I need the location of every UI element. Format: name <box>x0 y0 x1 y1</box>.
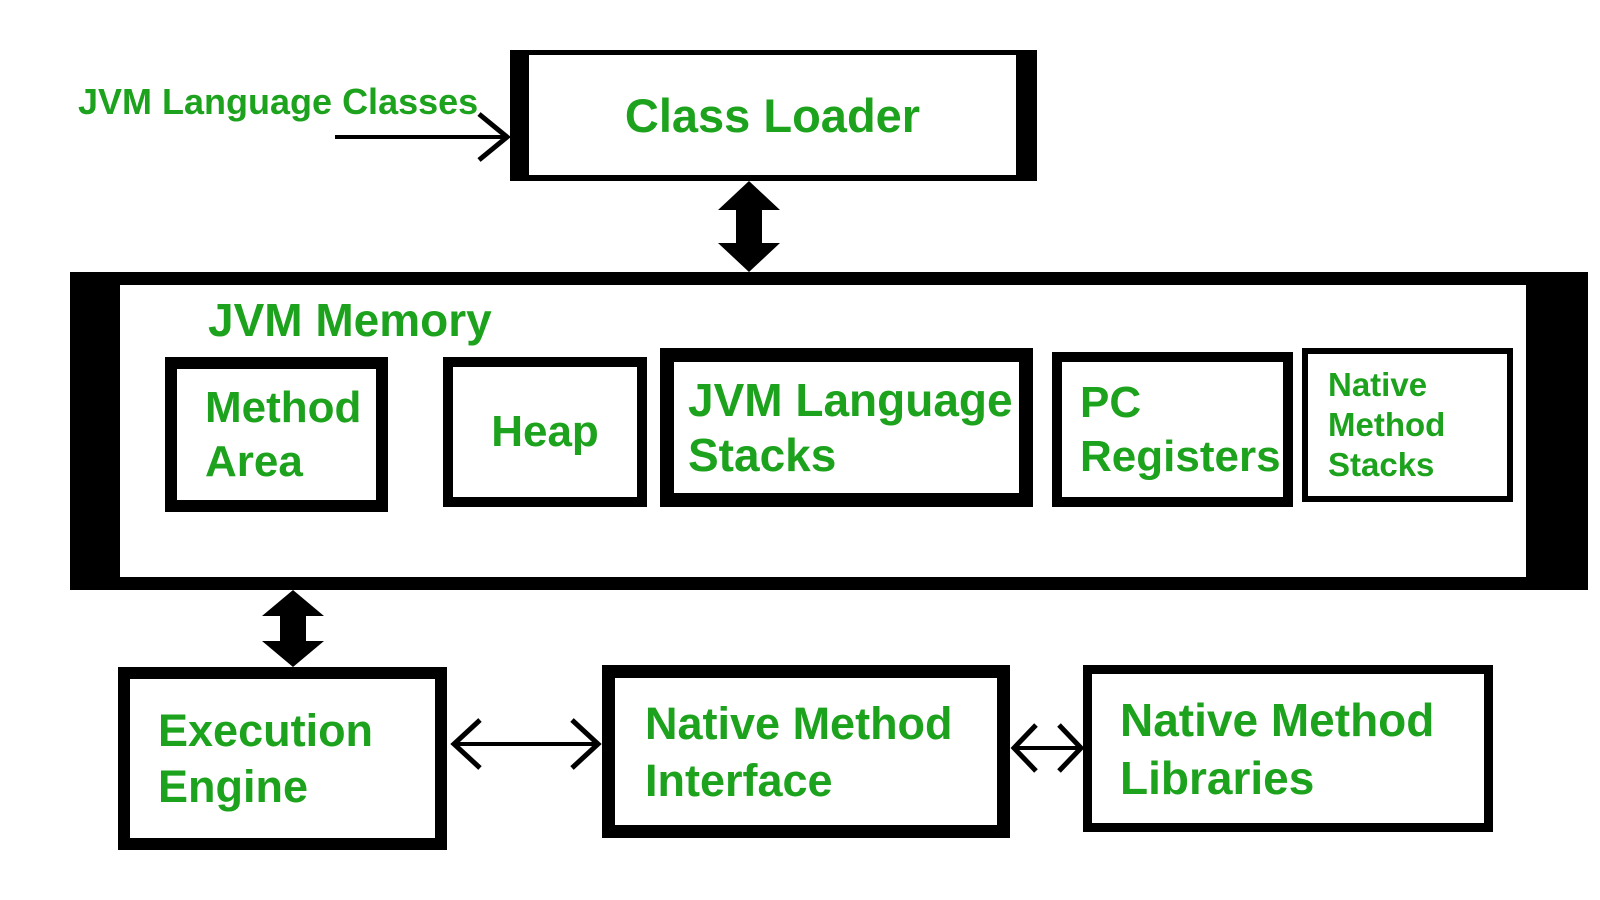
native-method-stacks-line1: Native <box>1328 366 1428 403</box>
native-method-interface-line1: Native Method <box>645 697 953 749</box>
double-arrow-memory-execution-icon <box>262 590 324 667</box>
execution-engine-line1: Execution <box>158 704 374 756</box>
native-method-stacks-line2: Method <box>1328 406 1446 443</box>
native-method-interface-line2: Interface <box>645 754 833 806</box>
native-method-stacks-box: Native Method Stacks <box>1302 348 1513 502</box>
arrow-classes-to-classloader-icon <box>335 112 511 162</box>
pc-registers-line2: Registers <box>1080 431 1281 481</box>
method-area-box: Method Area <box>165 357 388 512</box>
class-loader-box: Class Loader <box>510 50 1037 181</box>
double-arrow-nmi-libraries-icon <box>1010 723 1085 773</box>
execution-engine-box: Execution Engine <box>118 667 447 850</box>
native-method-stacks-line3: Stacks <box>1328 446 1435 483</box>
double-arrow-execution-nmi-icon <box>450 718 602 770</box>
native-method-interface-box: Native Method Interface <box>602 665 1010 838</box>
pc-registers-box: PC Registers <box>1052 352 1293 507</box>
jvm-language-stacks-box: JVM Language Stacks <box>660 348 1033 507</box>
double-arrow-classloader-memory-icon <box>718 181 780 272</box>
method-area-line2: Area <box>205 436 303 486</box>
heap-box: Heap <box>443 357 647 507</box>
native-method-libraries-line2: Libraries <box>1120 751 1315 804</box>
jvm-language-classes-label: JVM Language Classes <box>78 80 478 123</box>
pc-registers-line1: PC <box>1080 377 1142 427</box>
jvm-language-classes-line2: Classes <box>342 81 479 122</box>
jvm-language-stacks-line1: JVM Language <box>688 373 1013 426</box>
jvm-memory-label: JVM Memory <box>208 294 492 346</box>
jvm-language-classes-line1: JVM Language <box>78 81 333 122</box>
native-method-libraries-box: Native Method Libraries <box>1083 665 1493 832</box>
execution-engine-line2: Engine <box>158 760 309 812</box>
method-area-line1: Method <box>205 382 362 432</box>
jvm-language-stacks-line2: Stacks <box>688 428 837 481</box>
native-method-libraries-line1: Native Method <box>1120 693 1435 746</box>
class-loader-label: Class Loader <box>624 88 921 142</box>
heap-label: Heap <box>491 407 599 456</box>
